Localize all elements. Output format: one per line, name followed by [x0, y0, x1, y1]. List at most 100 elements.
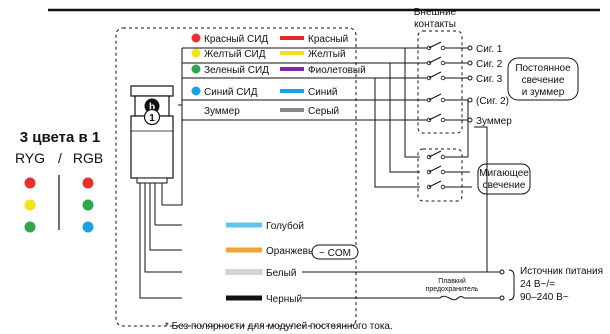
contact-pole — [440, 75, 446, 81]
flash-contact-arm — [428, 180, 442, 188]
led-name: Зеленый СИД — [204, 65, 269, 76]
steady-contacts-box — [417, 30, 463, 134]
power-line-1: 24 В~/= — [520, 279, 555, 290]
bottom-wire-swatch — [226, 295, 262, 301]
signal-label: Сиг. 3 — [476, 74, 503, 85]
led-dot — [191, 33, 201, 43]
led-dot — [191, 86, 201, 96]
steady-light-line-1: Постоянное — [515, 63, 571, 74]
power-terminal-top — [499, 269, 505, 275]
led-wire-swatch — [280, 89, 304, 93]
external-contacts-title-1: Внешние — [414, 7, 457, 18]
com-box — [311, 244, 359, 260]
flash-contact-pole — [440, 154, 446, 160]
led-name: Зуммер — [204, 106, 240, 117]
flash-routing — [374, 48, 472, 188]
external-contacts-title-2: контакты — [414, 19, 456, 30]
scheme-right-dot — [82, 221, 94, 233]
scheme-right-dot — [82, 199, 94, 211]
b-icon: b — [144, 98, 160, 114]
bottom-wire-label: Белый — [266, 268, 296, 279]
contact-pole — [440, 97, 446, 103]
contact-pole — [440, 117, 446, 123]
led-wire-label: Красный — [308, 34, 348, 45]
flash-contacts-box — [417, 148, 463, 202]
scheme-right-dot — [82, 177, 94, 189]
bottom-wire-label: Голубой — [266, 220, 304, 232]
steady-light-line-3: и зуммер — [522, 87, 565, 98]
footnote: * Без полярности для модулей постоянного… — [165, 321, 393, 332]
fuse-label-1: Плавкий — [438, 277, 466, 285]
svg-text:b: b — [149, 102, 155, 113]
led-name: Синий СИД — [204, 87, 258, 98]
led-wire-label: Серый — [308, 106, 339, 117]
flash-light-box — [477, 163, 531, 195]
module-wire-bundle — [139, 104, 183, 299]
signal-tower-module — [130, 85, 174, 184]
flash-contact-pole — [440, 184, 446, 190]
flash-contact-arm — [428, 165, 442, 173]
module-boundary — [115, 27, 357, 327]
bottom-wire-label: Черный — [266, 294, 302, 305]
led-name: Красный СИД — [204, 34, 268, 45]
led-name: Желтый СИД — [204, 49, 266, 60]
led-wire-label: Фиолетовый — [308, 65, 366, 76]
flash-light-line-1: Мигающее — [479, 168, 529, 179]
flash-contact-pole — [440, 169, 446, 175]
scheme-separator: / — [58, 150, 62, 166]
bottom-wire-swatch — [225, 269, 263, 275]
bottom-wire-swatch — [226, 247, 262, 253]
steady-light-line-2: свечение — [522, 75, 565, 86]
scheme-left: RYG — [15, 150, 45, 166]
bottom-wire-label: Оранжевый — [266, 246, 321, 257]
led-dot — [191, 48, 201, 58]
signal-terminal — [467, 45, 473, 51]
led-wire-label: Желтый — [308, 49, 346, 60]
signal-terminal — [467, 97, 473, 103]
contact-pole — [440, 45, 446, 51]
scheme-left-dot — [24, 177, 36, 189]
scheme-left-dot — [24, 199, 36, 211]
contact-arm — [428, 71, 442, 79]
led-wire-label: Синий — [308, 87, 338, 98]
scheme-left-dot — [24, 221, 36, 233]
power-title: Источник питания — [520, 266, 603, 277]
contact-pole — [440, 60, 446, 66]
signal-label: (Сиг. 2) — [476, 96, 509, 107]
steady-light-box — [507, 57, 579, 101]
flash-light-line-2: свечение — [483, 180, 526, 191]
svg-text:1: 1 — [149, 113, 155, 124]
fuse-label-2: предохранитель — [426, 286, 479, 293]
power-terminal-bottom — [499, 295, 505, 301]
side-title: 3 цвета в 1 — [20, 129, 101, 146]
power-line-2: 90–240 В~ — [520, 292, 569, 303]
flash-contact-arm — [428, 150, 442, 158]
led-wire-swatch — [280, 67, 304, 71]
scheme-right: RGB — [73, 150, 103, 166]
number-one-icon: 1 — [143, 108, 161, 126]
contact-arm — [428, 113, 442, 121]
contact-arm — [428, 56, 442, 64]
signal-terminal — [467, 60, 473, 66]
signal-terminal — [467, 75, 473, 81]
signal-label: Зуммер — [476, 116, 512, 127]
led-wire-swatch — [280, 51, 304, 55]
power-lines — [302, 126, 502, 299]
power-brace — [508, 269, 515, 301]
contacts: Сиг. 1 Сиг. 2 Сиг. 3 (Сиг. 2) Зуммер — [420, 41, 512, 190]
led-wire-swatch — [280, 108, 304, 112]
fuse-icon — [439, 295, 465, 301]
contact-arm — [428, 93, 442, 101]
signal-terminal — [467, 117, 473, 123]
bottom-wire-swatch — [226, 222, 262, 228]
led-dot — [191, 64, 201, 74]
signal-label: Сиг. 1 — [476, 44, 503, 55]
com-label: − COM — [319, 248, 351, 259]
led-wire-swatch — [280, 36, 304, 40]
signal-label: Сиг. 2 — [476, 59, 503, 70]
contact-arm — [428, 41, 442, 49]
scheme-dots — [24, 177, 94, 233]
